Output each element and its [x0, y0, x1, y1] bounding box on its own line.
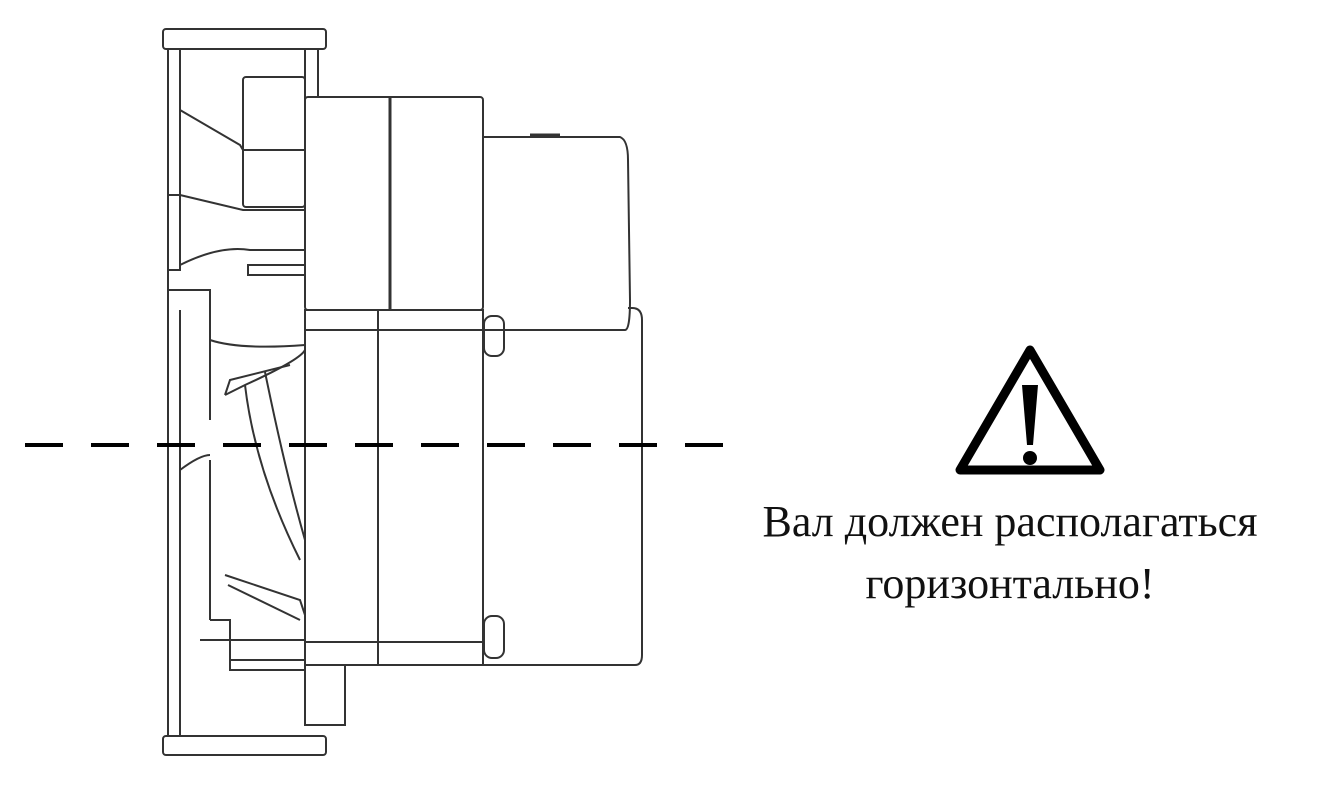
- motor-cover: [482, 307, 643, 666]
- pump-housing-lower: [304, 309, 484, 666]
- bolt: [483, 615, 505, 659]
- warning-text-line1: Вал должен располагаться: [762, 497, 1258, 546]
- bolt: [483, 315, 505, 357]
- terminal-box: [483, 136, 632, 331]
- warning-text-line2: горизонтально!: [865, 559, 1155, 608]
- pump-housing-upper: [304, 96, 484, 311]
- top-flange: [162, 28, 327, 50]
- bottom-flange: [162, 735, 327, 756]
- pump-drawing: [162, 28, 643, 756]
- warning-triangle-icon: [955, 345, 1105, 475]
